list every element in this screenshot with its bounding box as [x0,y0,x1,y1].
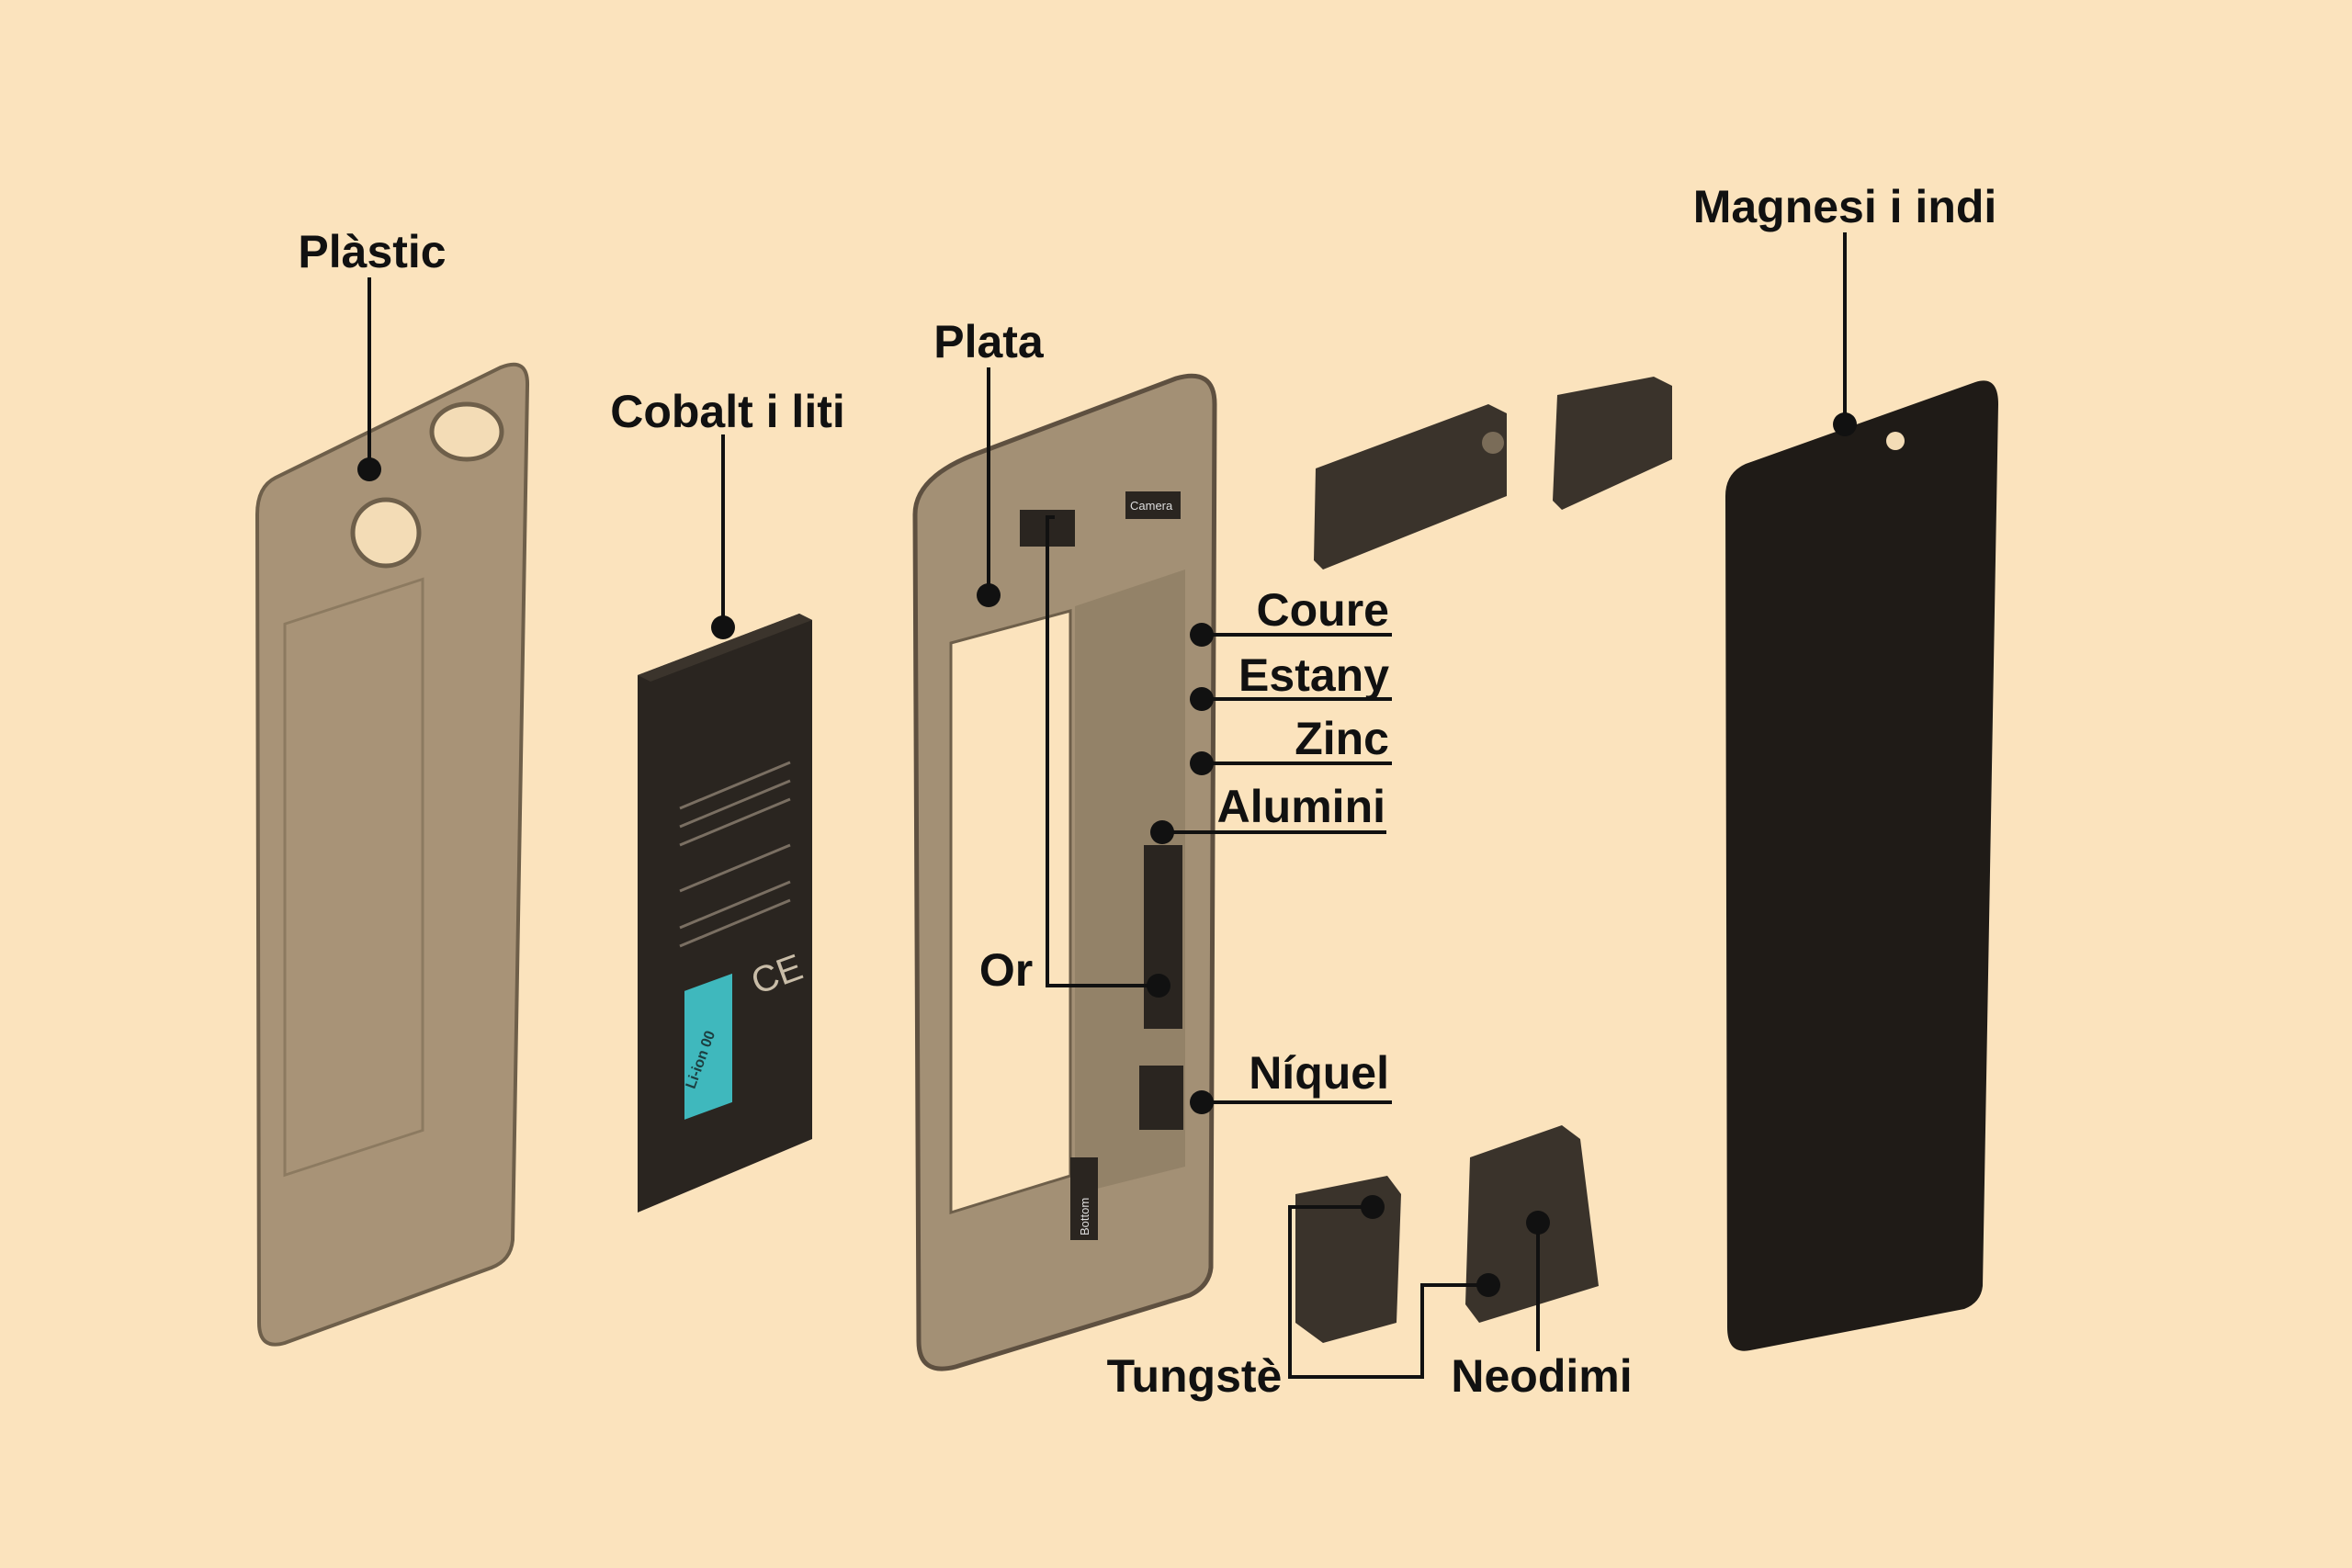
label-neodymium: Neodimi [1451,1350,1632,1402]
back-cover [254,362,530,1347]
label-tin: Estany [1238,649,1389,701]
connector-block [1144,845,1182,1029]
label-magnesium-indium: Magnesi i indi [1693,181,1997,232]
label-tungsten: Tungstè [1107,1350,1283,1402]
callout-lines [368,232,1847,1379]
display-screen [1725,380,1998,1351]
top-camera-modules [1314,377,1672,570]
bottom-tag: Bottom [1078,1198,1091,1235]
label-aluminium: Alumini [1217,781,1385,832]
battery: Li-ion 00 CE [638,614,812,1213]
label-nickel: Níquel [1249,1047,1389,1099]
label-zinc: Zinc [1295,713,1389,764]
label-gold: Or [979,944,1033,996]
label-plastic: Plàstic [298,226,446,277]
callout-dots [357,412,1857,1297]
camera-tag: Camera [1130,499,1173,513]
label-cobalt-lithium: Cobalt i liti [610,386,845,437]
battery-recycle-badge [684,973,732,1120]
mid-frame: Camera Bottom [912,373,1217,1371]
label-silver: Plata [933,316,1045,367]
label-copper: Coure [1257,584,1389,636]
